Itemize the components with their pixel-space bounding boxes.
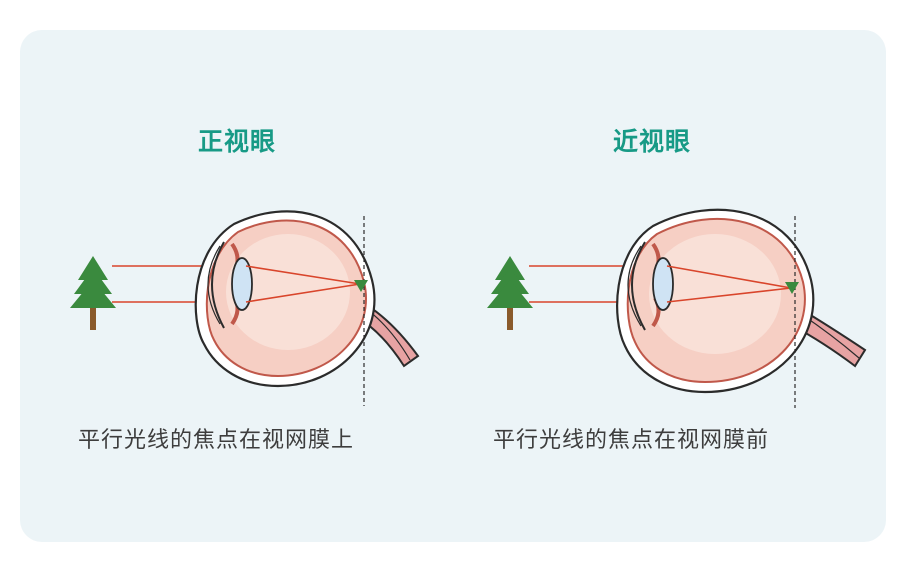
lens [652, 257, 674, 311]
diagram-card: 正视眼 [20, 30, 886, 542]
refracted-light-rays [666, 265, 792, 303]
panel-normal-eye: 正视眼 [20, 30, 453, 542]
tree-icon [487, 256, 533, 330]
normal-eye-caption: 平行光线的焦点在视网膜上 [78, 428, 355, 453]
myopia-eye-illustration [487, 208, 867, 408]
normal-eye-title: 正视眼 [198, 127, 277, 156]
eyeball [194, 210, 376, 388]
refracted-light-rays [245, 265, 361, 303]
myopia-eye-title: 近视眼 [613, 127, 692, 156]
normal-eye-illustration [70, 210, 420, 406]
lens [231, 257, 253, 311]
focus-image-tree-icon [785, 282, 799, 294]
eyeball [616, 208, 815, 394]
myopia-eye-caption: 平行光线的焦点在视网膜前 [493, 428, 770, 453]
focus-image-tree-icon [354, 280, 368, 292]
panel-myopia-eye: 近视眼 [453, 30, 886, 542]
tree-icon [70, 256, 116, 330]
